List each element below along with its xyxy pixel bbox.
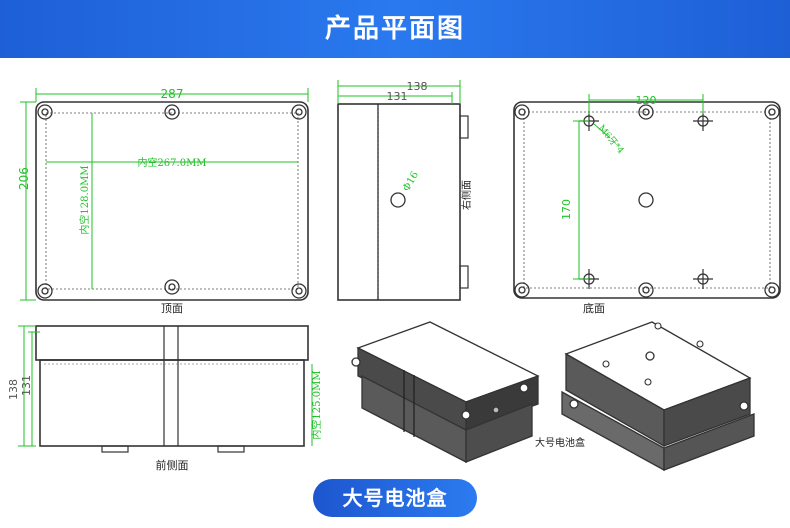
page-title: 产品平面图 xyxy=(324,14,465,44)
front-view: 138 131 内空125.0MM 前侧面 xyxy=(7,325,323,472)
top-height-dim: 206 xyxy=(17,167,31,190)
header-banner xyxy=(0,0,790,58)
iso-view-label: 大号电池盒 xyxy=(535,436,585,449)
side-hole-dim: Φ16 xyxy=(401,170,421,194)
bottom-height-dim: 170 xyxy=(560,199,573,220)
bottom-screw-spec: M6牙*4 xyxy=(596,123,627,156)
bottom-width-dim: 120 xyxy=(636,94,657,107)
side-view: 138 131 Φ16 右侧面 xyxy=(337,80,473,301)
bottom-view-label: 底面 xyxy=(583,301,605,315)
iso-view-closed xyxy=(351,321,540,464)
top-inner-height: 内空128.0MM xyxy=(78,165,91,234)
front-outer-dim: 138 xyxy=(7,379,20,400)
top-view: 287 206 内空267.0MM 内空128.0MM 顶面 xyxy=(17,87,309,315)
side-inner-dim: 131 xyxy=(387,90,408,103)
front-inner-height: 内空125.0MM xyxy=(310,370,323,439)
top-inner-width: 内空267.0MM xyxy=(137,156,206,169)
side-view-label: 右侧面 xyxy=(460,180,473,210)
top-width-dim: 287 xyxy=(161,87,184,101)
bottom-view: 120 170 M6牙*4 底面 xyxy=(513,94,781,315)
side-outer-dim: 138 xyxy=(407,80,428,93)
top-view-label: 顶面 xyxy=(161,302,183,315)
front-inner-dim: 131 xyxy=(20,375,33,396)
front-view-label: 前侧面 xyxy=(156,458,189,472)
product-name-badge: 大号电池盒 xyxy=(313,479,477,517)
iso-view-bottom xyxy=(561,321,755,472)
